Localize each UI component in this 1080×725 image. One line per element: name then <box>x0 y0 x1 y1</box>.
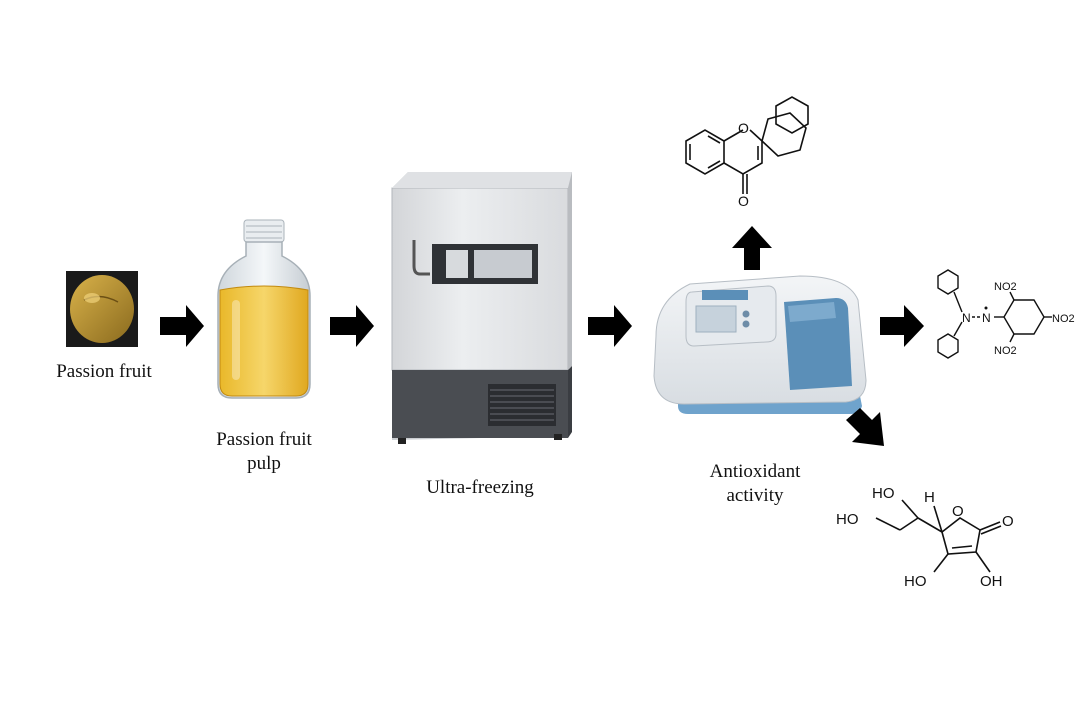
label-antioxidant-line1: Antioxidant <box>709 461 801 482</box>
flavone-o-keto: O <box>738 193 749 209</box>
arrow-fruit-to-pulp <box>160 305 204 347</box>
label-antioxidant-line2: activity <box>726 485 784 506</box>
pulp-bottle <box>217 219 311 399</box>
ascorbic-o-ring: O <box>952 503 964 520</box>
spectrophotometer <box>653 275 867 414</box>
ascorbic-ho-top: HO <box>872 485 895 502</box>
dpph-n2: N <box>982 311 991 325</box>
dpph-no2-top: NO2 <box>994 281 1017 293</box>
label-antioxidant: Antioxidant activity <box>680 460 830 508</box>
label-passion-fruit: Passion fruit <box>56 361 152 382</box>
arrow-to-dpph <box>880 305 924 347</box>
dpph-structure: N N NO2 NO2 NO2 <box>937 269 1075 359</box>
ascorbic-ho-bottom-left: HO <box>904 573 927 590</box>
arrow-to-flavone <box>732 226 772 270</box>
flavone-structure: O O <box>685 96 809 209</box>
ascorbic-oh-bottom-right: OH <box>980 573 1003 590</box>
label-pulp-line1: Passion fruit <box>216 429 312 450</box>
ascorbic-acid-structure: HO H HO O O HO OH <box>836 485 1014 590</box>
ascorbic-o-keto: O <box>1002 513 1014 530</box>
dpph-no2-bottom: NO2 <box>994 345 1017 357</box>
ascorbic-ho-left: HO <box>836 511 859 528</box>
passion-fruit-image <box>66 271 138 347</box>
dpph-no2-right: NO2 <box>1052 313 1075 325</box>
arrow-freezer-to-spectro <box>588 305 632 347</box>
ascorbic-h-top: H <box>924 489 935 506</box>
dpph-n1: N <box>962 311 971 325</box>
label-pulp: Passion fruit pulp <box>190 428 338 476</box>
ultra-freezer <box>391 172 572 444</box>
flavone-o-ring: O <box>738 120 749 136</box>
arrow-to-ascorbic-acid <box>846 408 884 446</box>
label-pulp-line2: pulp <box>247 453 281 474</box>
label-ultra-freezing: Ultra-freezing <box>426 477 534 498</box>
arrow-pulp-to-freezer <box>330 305 374 347</box>
